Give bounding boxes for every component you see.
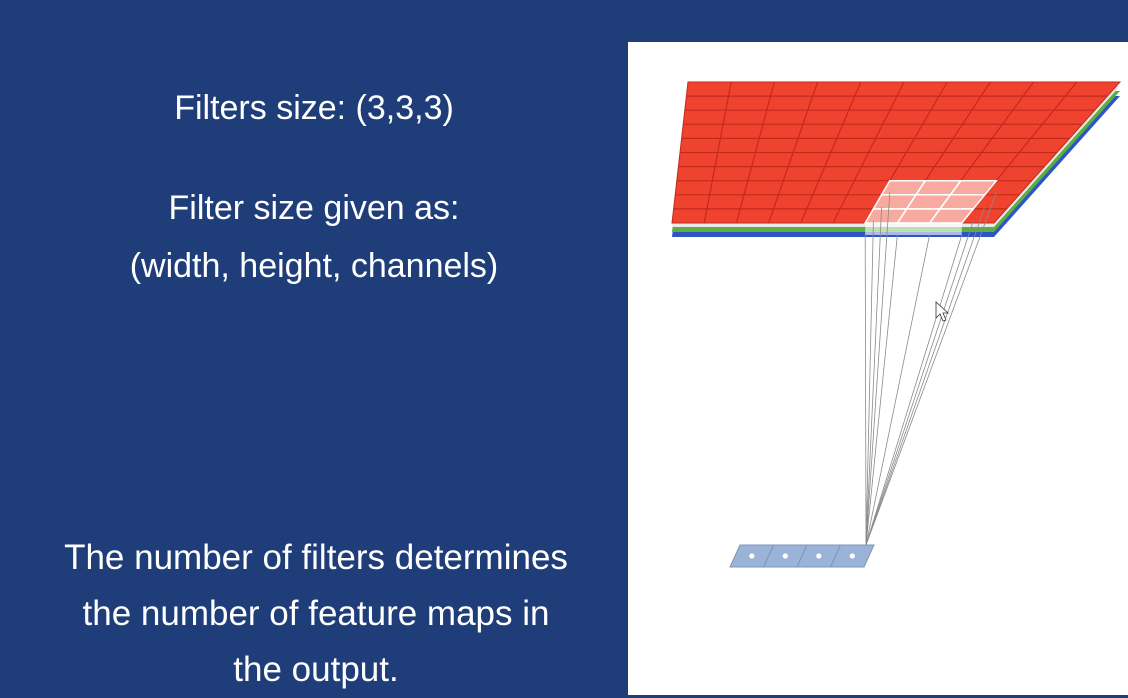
text-pane: Filters size: (3,3,3) Filter size given … — [2, 89, 630, 698]
output-cell-dot — [849, 553, 855, 559]
output-cell-dot — [782, 553, 788, 559]
feature-maps-explanation: The number of filters determines the num… — [2, 530, 630, 698]
projection-line — [865, 234, 963, 546]
explanation-line-1: The number of filters determines — [64, 538, 568, 577]
filter-size-given-as-text: Filter size given as: — [168, 189, 460, 227]
output-cell-dot — [816, 553, 822, 559]
projection-line — [865, 206, 882, 546]
explanation-line-3: the output. — [233, 650, 399, 689]
output-cell-divider — [830, 544, 841, 568]
projection-line — [865, 234, 930, 546]
filters-size-text: Filters size: (3,3,3) — [174, 89, 454, 127]
projection-line — [865, 192, 997, 546]
projection-line — [864, 234, 867, 546]
projection-line — [865, 206, 986, 546]
filter-side-face — [865, 223, 962, 235]
output-feature-map — [729, 544, 875, 568]
cursor-arrow — [935, 301, 950, 322]
projection-line — [865, 220, 974, 546]
mouse-cursor-icon — [935, 301, 950, 322]
convolution-diagram-svg — [671, 81, 1122, 568]
projection-lines — [864, 192, 997, 546]
output-cell-dot — [749, 553, 755, 559]
convolution-diagram — [628, 42, 1128, 695]
filter-window — [863, 179, 998, 235]
projection-line — [865, 234, 898, 546]
output-cell-divider — [763, 544, 774, 568]
filter-dimensions-text: (width, height, channels) — [129, 247, 499, 285]
projection-line — [865, 220, 874, 546]
explanation-line-2: the number of feature maps in — [82, 594, 550, 633]
projection-line — [865, 192, 891, 546]
output-cell-divider — [796, 544, 808, 568]
